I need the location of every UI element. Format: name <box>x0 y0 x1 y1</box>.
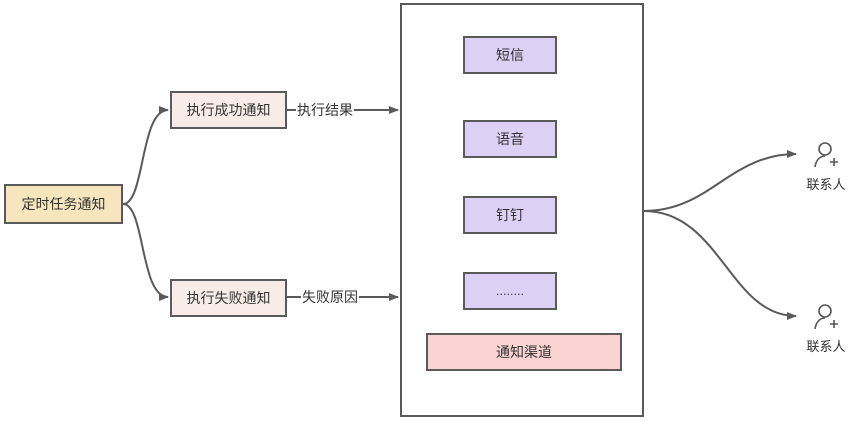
add-user-icon <box>814 142 838 168</box>
node-success-notification: 执行成功通知 <box>170 91 287 129</box>
success-node-label: 执行成功通知 <box>186 103 271 119</box>
channel-dingtalk: 钉钉 <box>463 196 557 234</box>
channel-label: 短信 <box>496 48 524 64</box>
root-node-label: 定时任务通知 <box>21 197 106 213</box>
channel-voice: 语音 <box>463 120 557 158</box>
edge-root-to-success <box>122 106 169 205</box>
root-node-scheduled-task-notification: 定时任务通知 <box>4 184 123 224</box>
edge-root-to-failure <box>122 203 169 301</box>
edge-channels-to-contact-2 <box>643 210 797 320</box>
channel-label: 语音 <box>496 132 524 148</box>
node-failure-notification: 执行失败通知 <box>170 279 287 317</box>
channel-label: 钉钉 <box>496 208 524 224</box>
failure-node-label: 执行失败通知 <box>186 291 271 307</box>
contact-2: 联系人 <box>796 302 856 355</box>
contact-label: 联系人 <box>806 340 846 355</box>
channels-group-label: 通知渠道 <box>426 333 622 371</box>
channel-more: ........ <box>463 272 557 310</box>
contact-1: 联系人 <box>796 140 856 193</box>
add-user-icon <box>814 304 838 330</box>
edge-label-result: 执行结果 <box>296 100 354 120</box>
contact-label: 联系人 <box>806 178 846 193</box>
edge-channels-to-contact-1 <box>643 150 797 212</box>
channel-sms: 短信 <box>463 36 557 74</box>
channels-group-label-text: 通知渠道 <box>496 345 552 361</box>
channel-label: ........ <box>496 284 524 298</box>
edge-label-failure-reason: 失败原因 <box>301 287 359 307</box>
